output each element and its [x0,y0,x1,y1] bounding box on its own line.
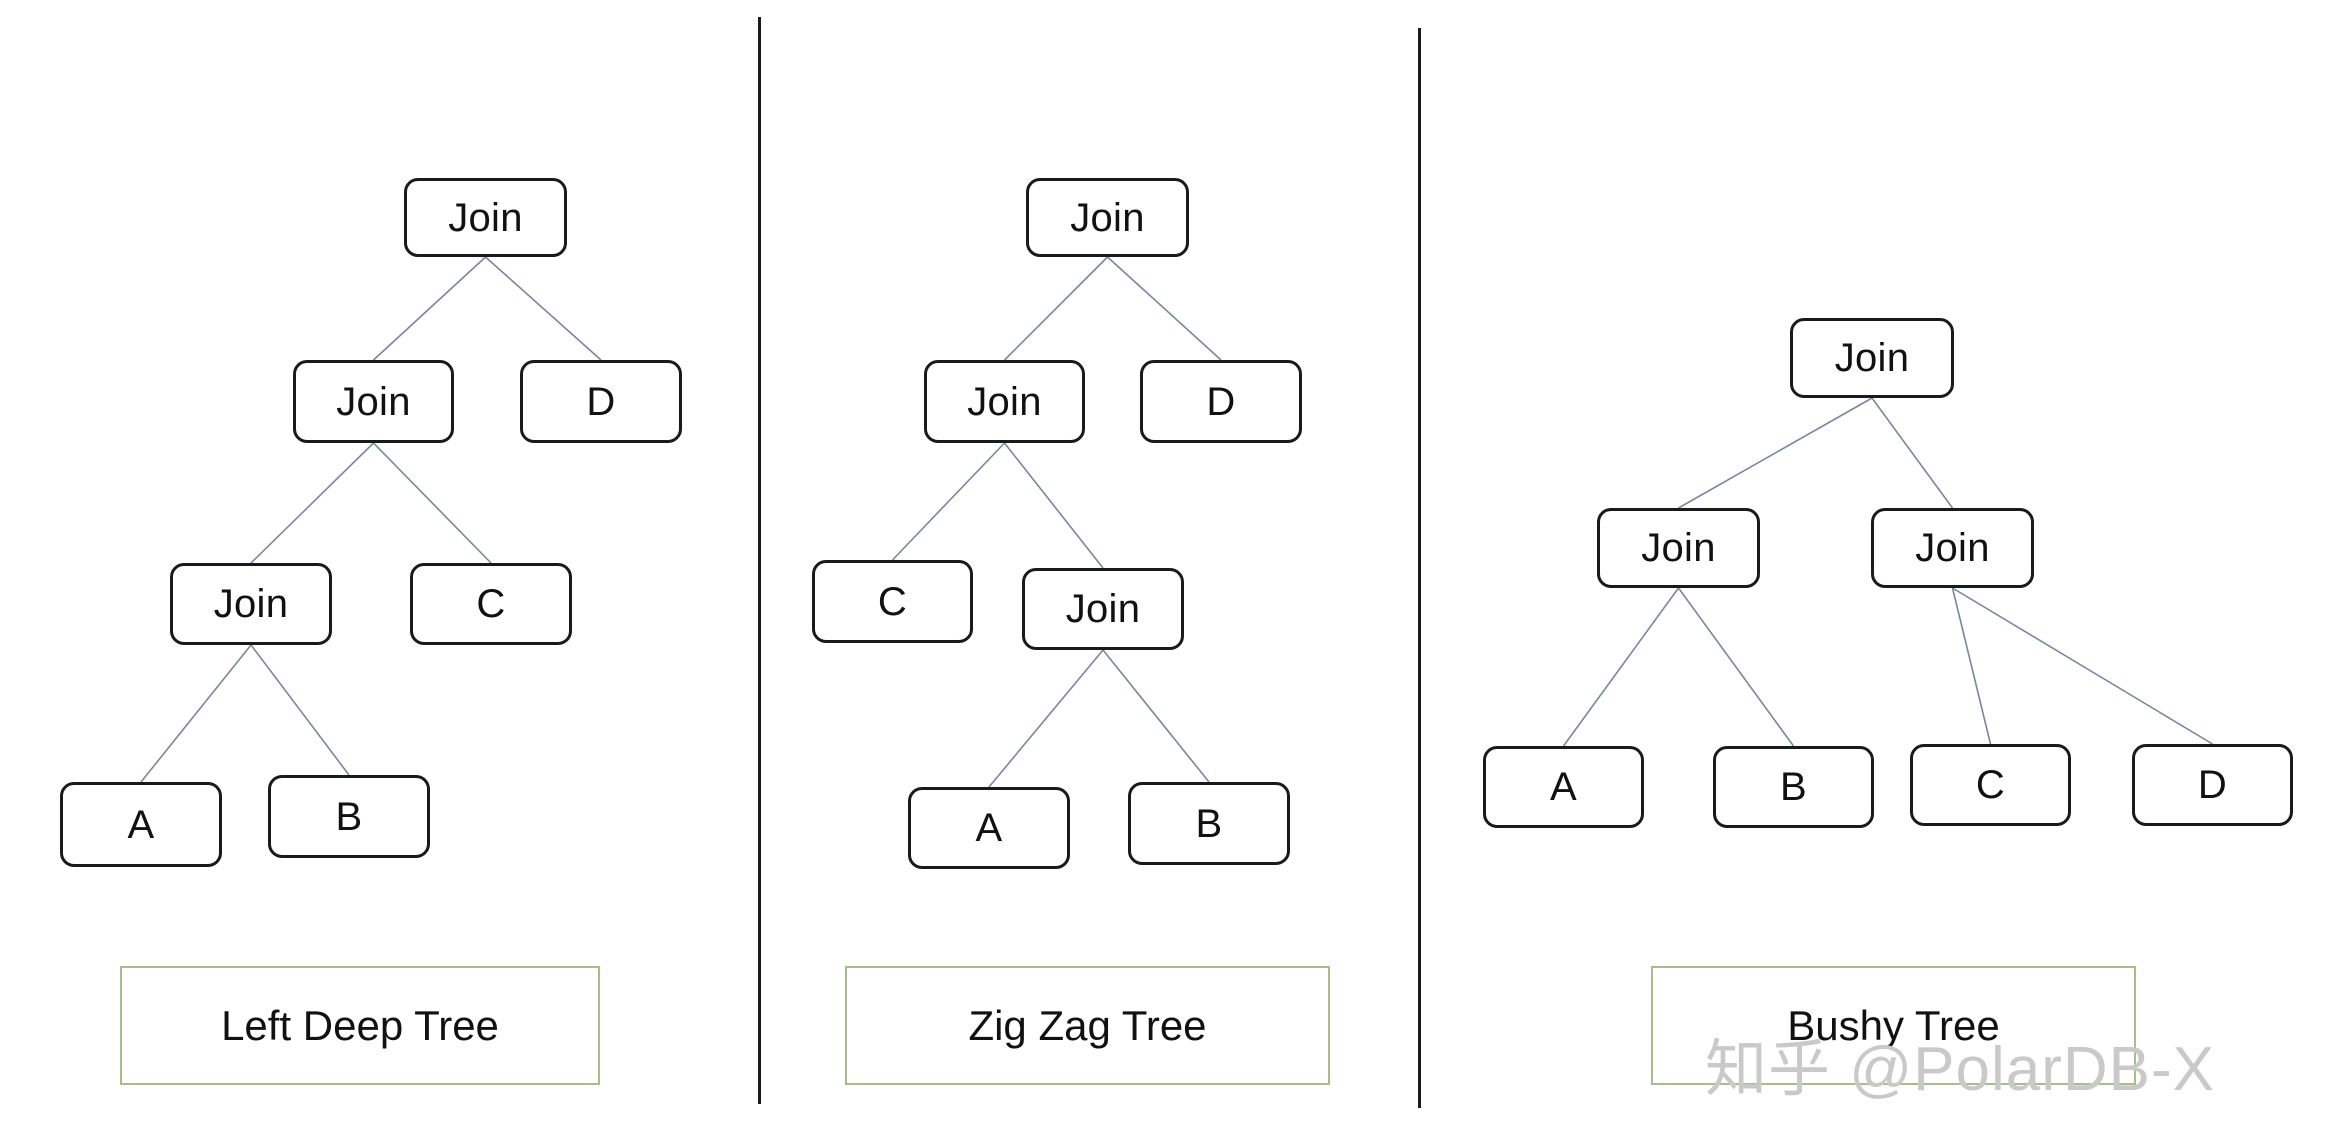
tree-edge-b-root-to-b-j2r [1871,397,1954,509]
tree-node-z-root[interactable]: Join [1026,178,1189,257]
tree-edge-z-root-to-z-d [1106,256,1222,361]
tree-node-b-j2r[interactable]: Join [1871,508,2034,588]
tree-node-l-c[interactable]: C [410,563,572,645]
tree-edge-b-root-to-b-j2l [1678,397,1873,509]
tree-edge-l-j2-to-l-c [372,442,492,564]
tree-edge-l-j3-to-l-b [250,644,350,776]
tree-edge-b-j2l-to-b-b [1677,587,1795,747]
panel-divider-2 [1418,28,1421,1108]
tree-edge-l-root-to-l-j2 [372,256,487,361]
tree-node-l-a[interactable]: A [60,782,222,867]
tree-node-z-j3[interactable]: Join [1022,568,1184,650]
panel-label-left-deep-tree: Left Deep Tree [120,966,600,1085]
tree-edge-z-j3-to-z-a [988,649,1104,788]
tree-node-z-b[interactable]: B [1128,782,1290,865]
tree-node-b-a[interactable]: A [1483,746,1644,828]
tree-node-z-c[interactable]: C [812,560,973,643]
tree-edge-l-root-to-l-d [484,256,602,361]
tree-node-l-root[interactable]: Join [404,178,567,257]
tree-node-z-d[interactable]: D [1140,360,1302,443]
tree-node-b-b[interactable]: B [1713,746,1874,828]
tree-node-l-j3[interactable]: Join [170,563,332,645]
tree-node-b-d[interactable]: D [2132,744,2293,826]
tree-node-z-j2[interactable]: Join [924,360,1085,443]
panel-label-bushy-tree: Bushy Tree [1651,966,2136,1085]
tree-edge-l-j2-to-l-j3 [250,442,375,564]
tree-edge-b-j2r-to-b-d [1952,587,2213,745]
panel-label-zig-zag-tree: Zig Zag Tree [845,966,1330,1085]
tree-edge-z-root-to-z-j2 [1003,256,1109,361]
tree-edge-z-j2-to-z-c [891,442,1006,561]
tree-node-z-a[interactable]: A [908,787,1070,869]
tree-node-b-c[interactable]: C [1910,744,2071,826]
tree-edge-z-j2-to-z-j3 [1003,442,1104,569]
tree-node-b-root[interactable]: Join [1790,318,1954,398]
tree-node-l-d[interactable]: D [520,360,682,443]
tree-node-b-j2l[interactable]: Join [1597,508,1760,588]
tree-edge-b-j2l-to-b-a [1562,587,1680,747]
panel-divider-1 [758,17,761,1104]
tree-edge-b-j2r-to-b-c [1951,587,1992,745]
tree-node-l-b[interactable]: B [268,775,430,858]
tree-node-l-j2[interactable]: Join [293,360,454,443]
tree-edge-l-j3-to-l-a [140,644,252,783]
tree-edge-z-j3-to-z-b [1102,649,1210,783]
